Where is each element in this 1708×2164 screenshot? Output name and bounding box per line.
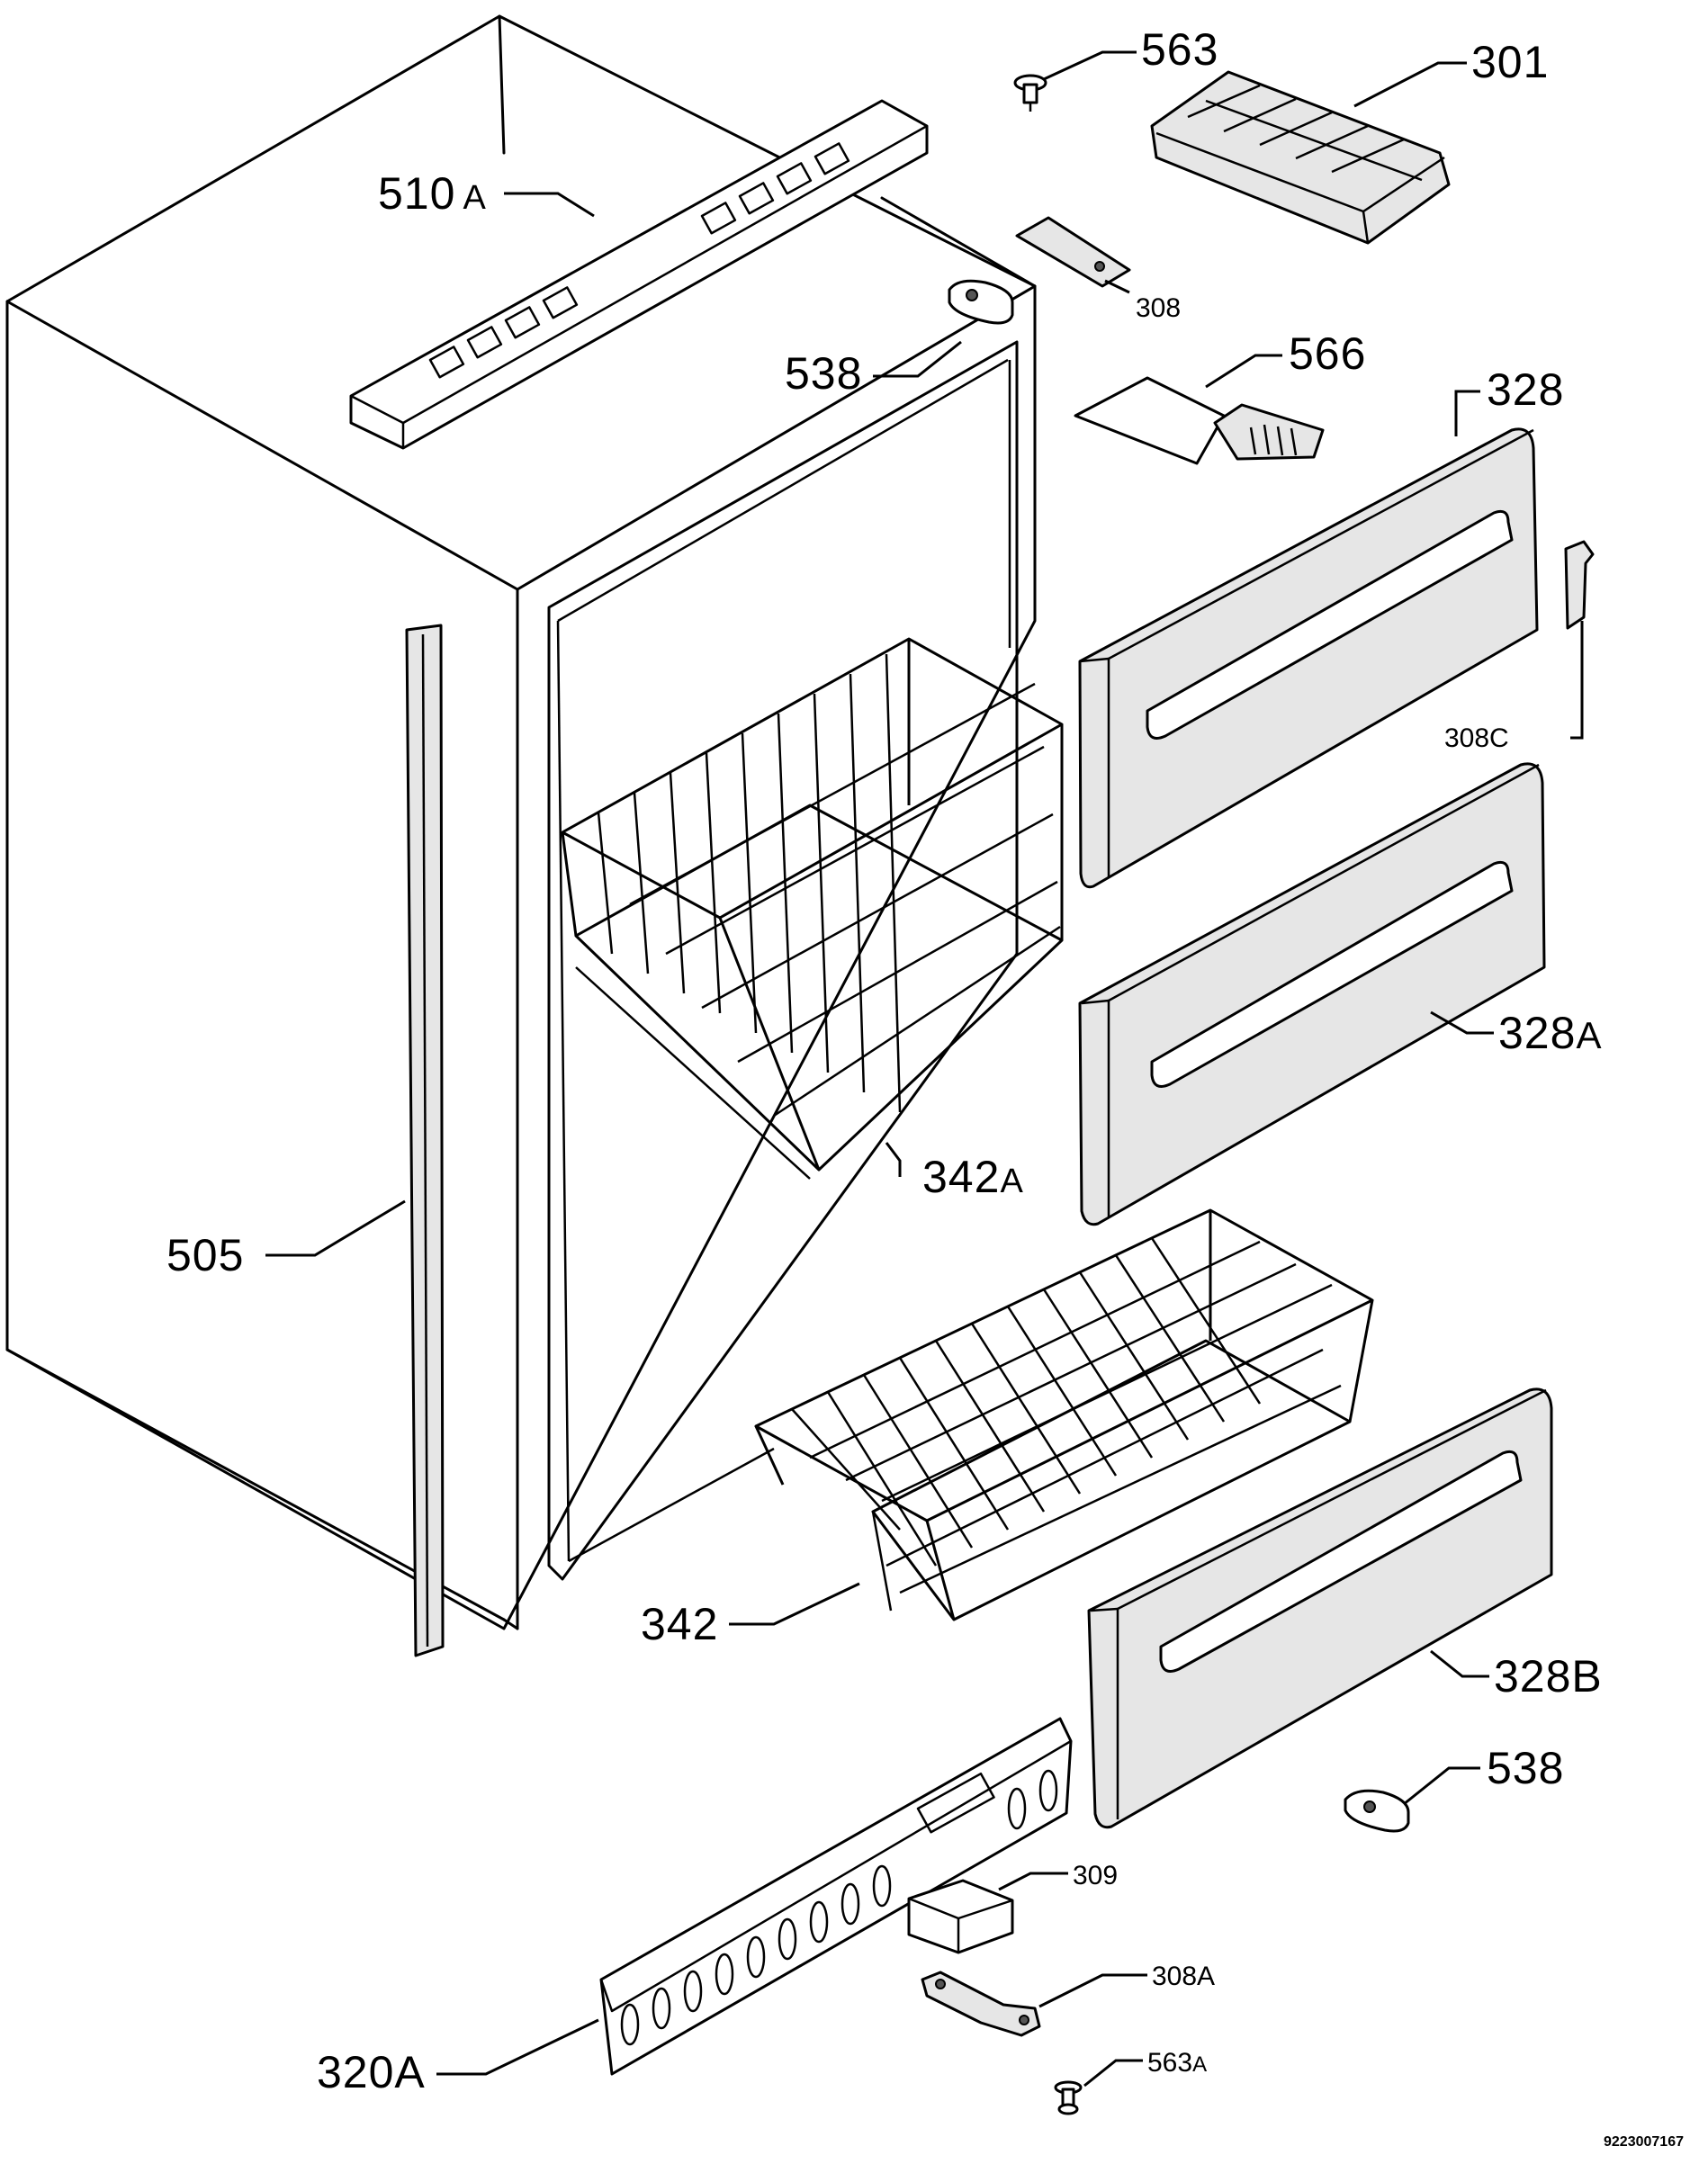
label-563: 563 xyxy=(1141,24,1218,75)
drawer-front-328b-shape xyxy=(1087,1387,1553,1829)
label-301: 301 xyxy=(1471,37,1549,87)
label-538-bottom: 538 xyxy=(1487,1743,1564,1793)
drawer-front-328-shape xyxy=(1078,427,1539,889)
bottom-hinge-308a-shape xyxy=(921,1971,1041,2037)
label-308c: 308C xyxy=(1444,723,1509,753)
label-328: 328 xyxy=(1487,364,1564,415)
screw-563a-shape xyxy=(1054,2080,1083,2115)
wire-basket-342a-shape xyxy=(561,637,1064,1180)
side-trim-505-shape xyxy=(405,624,445,1657)
hinge-plate-308-shape xyxy=(1015,216,1131,288)
label-320a: 320A xyxy=(317,2047,426,2097)
label-505: 505 xyxy=(166,1230,244,1280)
label-308: 308 xyxy=(1136,293,1181,323)
label-538-top: 538 xyxy=(785,348,862,399)
drawer-front-328a-shape xyxy=(1078,762,1546,1226)
kick-plate-320a-shape xyxy=(599,1717,1073,2076)
hinge-bushing-538-bottom-shape xyxy=(1344,1789,1410,1833)
cabinet-body xyxy=(5,14,1037,1630)
drawing-number: 9223007167 xyxy=(1604,2134,1684,2150)
label-342: 342 xyxy=(641,1599,718,1649)
label-328b: 328B xyxy=(1494,1651,1603,1702)
label-309: 309 xyxy=(1073,1861,1118,1890)
label-566: 566 xyxy=(1289,328,1366,379)
label-328a: 328A xyxy=(1498,1008,1602,1058)
spacer-block-309-shape xyxy=(907,1879,1014,1954)
hinge-bushing-538-top-shape xyxy=(948,279,1014,325)
screw-563-shape xyxy=(1013,74,1047,112)
ice-scraper-566-shape xyxy=(1074,376,1325,465)
door-hinge-308c-shape xyxy=(1564,540,1595,630)
label-308a: 308A xyxy=(1152,1962,1215,1991)
control-panel-510a-shape xyxy=(349,99,929,450)
ice-cube-tray-301-shape xyxy=(1150,70,1451,245)
leader-lines xyxy=(265,50,1584,2088)
label-342a: 342A xyxy=(922,1152,1024,1202)
label-563a: 563A xyxy=(1147,2048,1207,2078)
wire-basket-342-shape xyxy=(754,1208,1374,1621)
